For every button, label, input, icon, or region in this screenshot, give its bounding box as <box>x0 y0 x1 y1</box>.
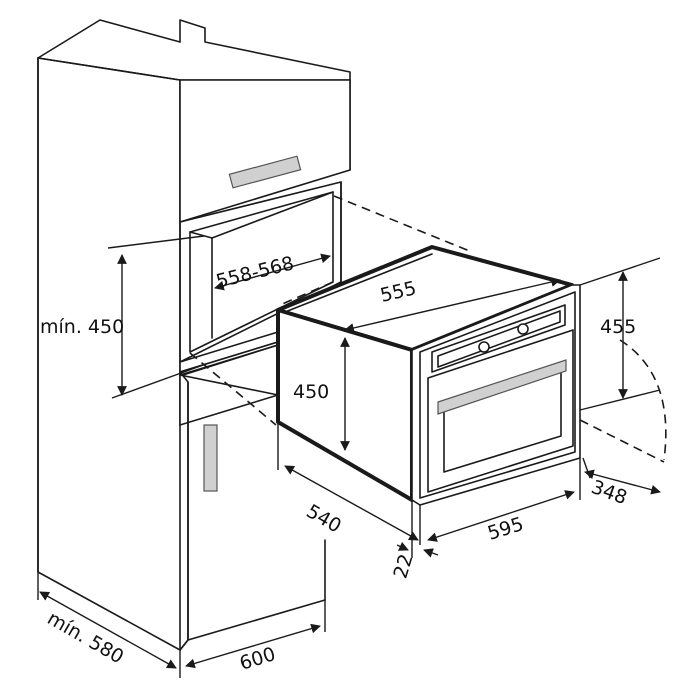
label-front-height: 455 <box>600 316 636 338</box>
label-cabinet-min-depth: mín. 580 <box>44 607 128 668</box>
dimension-lines <box>37 235 667 678</box>
label-door-swing: 348 <box>588 476 630 509</box>
label-front-width: 595 <box>485 513 526 545</box>
control-knob-right <box>517 323 529 335</box>
control-knob-left <box>478 341 490 353</box>
upper-door <box>179 79 351 223</box>
upper-door-handle <box>228 155 302 189</box>
oven-door <box>427 329 574 493</box>
label-front-thickness: 22 <box>390 552 418 582</box>
label-niche-width: 558-568 <box>214 252 296 293</box>
label-oven-height: 450 <box>293 381 329 403</box>
label-oven-depth: 540 <box>303 500 345 537</box>
tall-cabinet <box>37 19 351 651</box>
label-niche-min-height: mín. 450 <box>40 316 124 338</box>
label-cabinet-width: 600 <box>237 643 278 675</box>
oven-door-handle <box>437 359 567 415</box>
niche-frame <box>179 181 342 363</box>
lower-door-handle <box>203 424 218 492</box>
